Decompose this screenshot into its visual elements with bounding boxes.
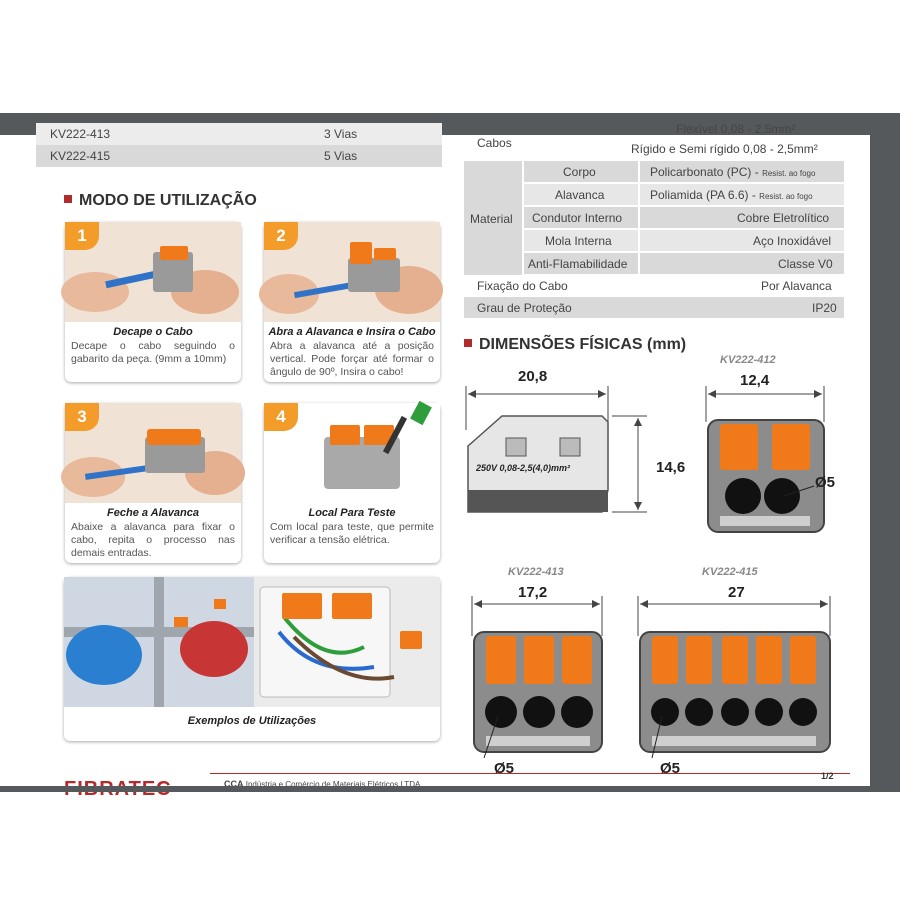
step-title: Decape o Cabo — [113, 326, 193, 338]
material-row-bg — [640, 207, 844, 228]
cabos-rigid-value: Rígido e Semi rígido 0,08 - 2,5mm² — [631, 142, 818, 156]
hole-413-value: Ø5 — [494, 760, 515, 777]
material-label-cell — [464, 161, 522, 275]
protecao-value: IP20 — [812, 301, 837, 315]
material-row-bg — [524, 161, 638, 182]
front-view-413 — [471, 596, 603, 759]
strip-cable-photo — [61, 222, 241, 322]
dims-section-title: DIMENSÕES FÍSICAS (mm) — [464, 336, 686, 354]
page-number: 1/2 — [821, 771, 834, 781]
bullet-square-icon — [464, 339, 472, 347]
fixacao-value: Por Alavanca — [761, 279, 832, 293]
company-name: CCA Indústria e Comércio de Materiais El… — [224, 779, 421, 789]
step-title: Abra a Alavanca e Insira o Cabo — [268, 326, 436, 338]
brand-logo: FIBRATEC — [64, 776, 172, 800]
step-number: 1 — [65, 222, 99, 250]
protecao-row-bg — [464, 297, 844, 318]
step-number: 3 — [65, 403, 99, 431]
material-row-bg — [524, 184, 638, 205]
material-row-bg — [524, 207, 638, 228]
model-label-415: KV222-415 — [702, 566, 758, 578]
cabos-label: Cabos — [477, 136, 512, 150]
model-row: KV222-415 5 Vias — [36, 145, 442, 167]
side-marking-text: 250V 0,08-2,5(4,0)mm² — [476, 463, 571, 473]
model-code: KV222-413 — [50, 127, 111, 141]
material-row-value: Policarbonato (PC) - Resist. ao fogo — [650, 165, 816, 179]
open-lever-photo — [259, 222, 443, 322]
model-ways: 3 Vias — [324, 127, 358, 141]
step-number: 2 — [264, 222, 298, 250]
step-card-3: 3 Feche a Alavanca Abaixe a alavanca par… — [61, 403, 245, 563]
material-row-value: Classe V0 — [778, 257, 833, 271]
width-412-value: 12,4 — [740, 372, 770, 389]
material-row-label: Alavanca — [555, 188, 605, 202]
model-row: KV222-413 3 Vias — [36, 123, 442, 145]
side-height-value: 14,6 — [656, 459, 686, 476]
side-view-drawing — [465, 386, 647, 513]
step-card-1: 1 Decape o Cabo Decape o cabo seguindo o… — [61, 222, 241, 382]
step-text: Abaixe a alavanca para fixar o cabo, rep… — [71, 521, 235, 559]
usage-section-title: MODO DE UTILIZAÇÃO — [64, 192, 257, 210]
step-text: Abra a alavanca até a posição vertical. … — [270, 340, 434, 378]
step-title: Feche a Alavanca — [107, 507, 199, 519]
material-row-bg — [640, 253, 844, 274]
material-row-label: Condutor Interno — [532, 211, 623, 225]
examples-photo — [64, 577, 440, 707]
material-row-bg — [640, 230, 844, 251]
step-card-4: 4 Local Para Teste Com local para teste,… — [264, 400, 440, 563]
material-label: Material — [470, 212, 513, 226]
close-lever-photo — [61, 403, 245, 503]
model-ways: 5 Vias — [324, 149, 358, 163]
front-view-415 — [637, 596, 831, 759]
width-415-value: 27 — [728, 584, 745, 601]
examples-title: Exemplos de Utilizações — [187, 715, 317, 727]
cabos-flex-value: Flexível 0,08 - 2,5mm² — [676, 122, 796, 136]
viewer-right-bar — [870, 113, 900, 789]
step-card-2: 2 Abra a Alavanca e Insira o Cabo Abra a… — [259, 222, 443, 382]
model-code: KV222-415 — [50, 149, 111, 163]
material-row-label: Anti-Flamabilidade — [528, 257, 628, 271]
step-title: Local Para Teste — [308, 507, 396, 519]
front-view-412 — [705, 386, 825, 533]
model-label-412: KV222-412 — [720, 354, 776, 366]
material-row-bg — [640, 161, 844, 182]
step-text: Decape o cabo seguindo o gabarito da peç… — [71, 340, 235, 365]
usage-examples-card: Exemplos de Utilizações — [64, 577, 440, 741]
material-row-label: Mola Interna — [545, 234, 612, 248]
side-width-value: 20,8 — [518, 368, 548, 385]
hole-415-value: Ø5 — [660, 760, 681, 777]
material-row-bg — [524, 230, 638, 251]
material-row-bg — [640, 184, 844, 205]
hole-412-value: Ø5 — [815, 474, 836, 491]
protecao-label: Grau de Proteção — [477, 301, 572, 315]
material-row-value: Cobre Eletrolítico — [737, 211, 830, 225]
step-number: 4 — [264, 403, 298, 431]
model-label-413: KV222-413 — [508, 566, 564, 578]
fixacao-label: Fixação do Cabo — [477, 279, 568, 293]
viewer-bottom-bar — [0, 786, 900, 792]
width-413-value: 17,2 — [518, 584, 548, 601]
material-row-value: Poliamida (PA 6.6) - Resist. ao fogo — [650, 188, 813, 202]
bullet-square-icon — [64, 195, 72, 203]
material-row-bg — [524, 253, 638, 274]
footer-divider — [210, 773, 850, 774]
material-row-value: Aço Inoxidável — [753, 234, 832, 248]
step-text: Com local para teste, que permite verifi… — [270, 521, 434, 546]
material-row-label: Corpo — [563, 165, 596, 179]
